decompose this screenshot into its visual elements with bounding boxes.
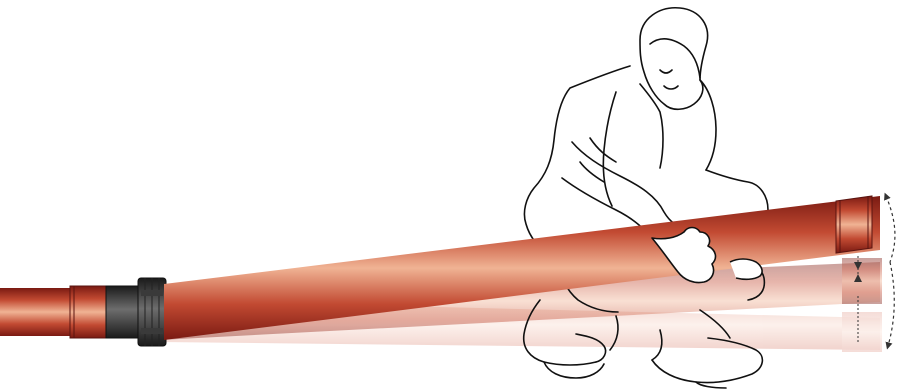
fixed-pipe-section — [0, 286, 112, 338]
pipe-coupling-icon — [106, 278, 166, 346]
